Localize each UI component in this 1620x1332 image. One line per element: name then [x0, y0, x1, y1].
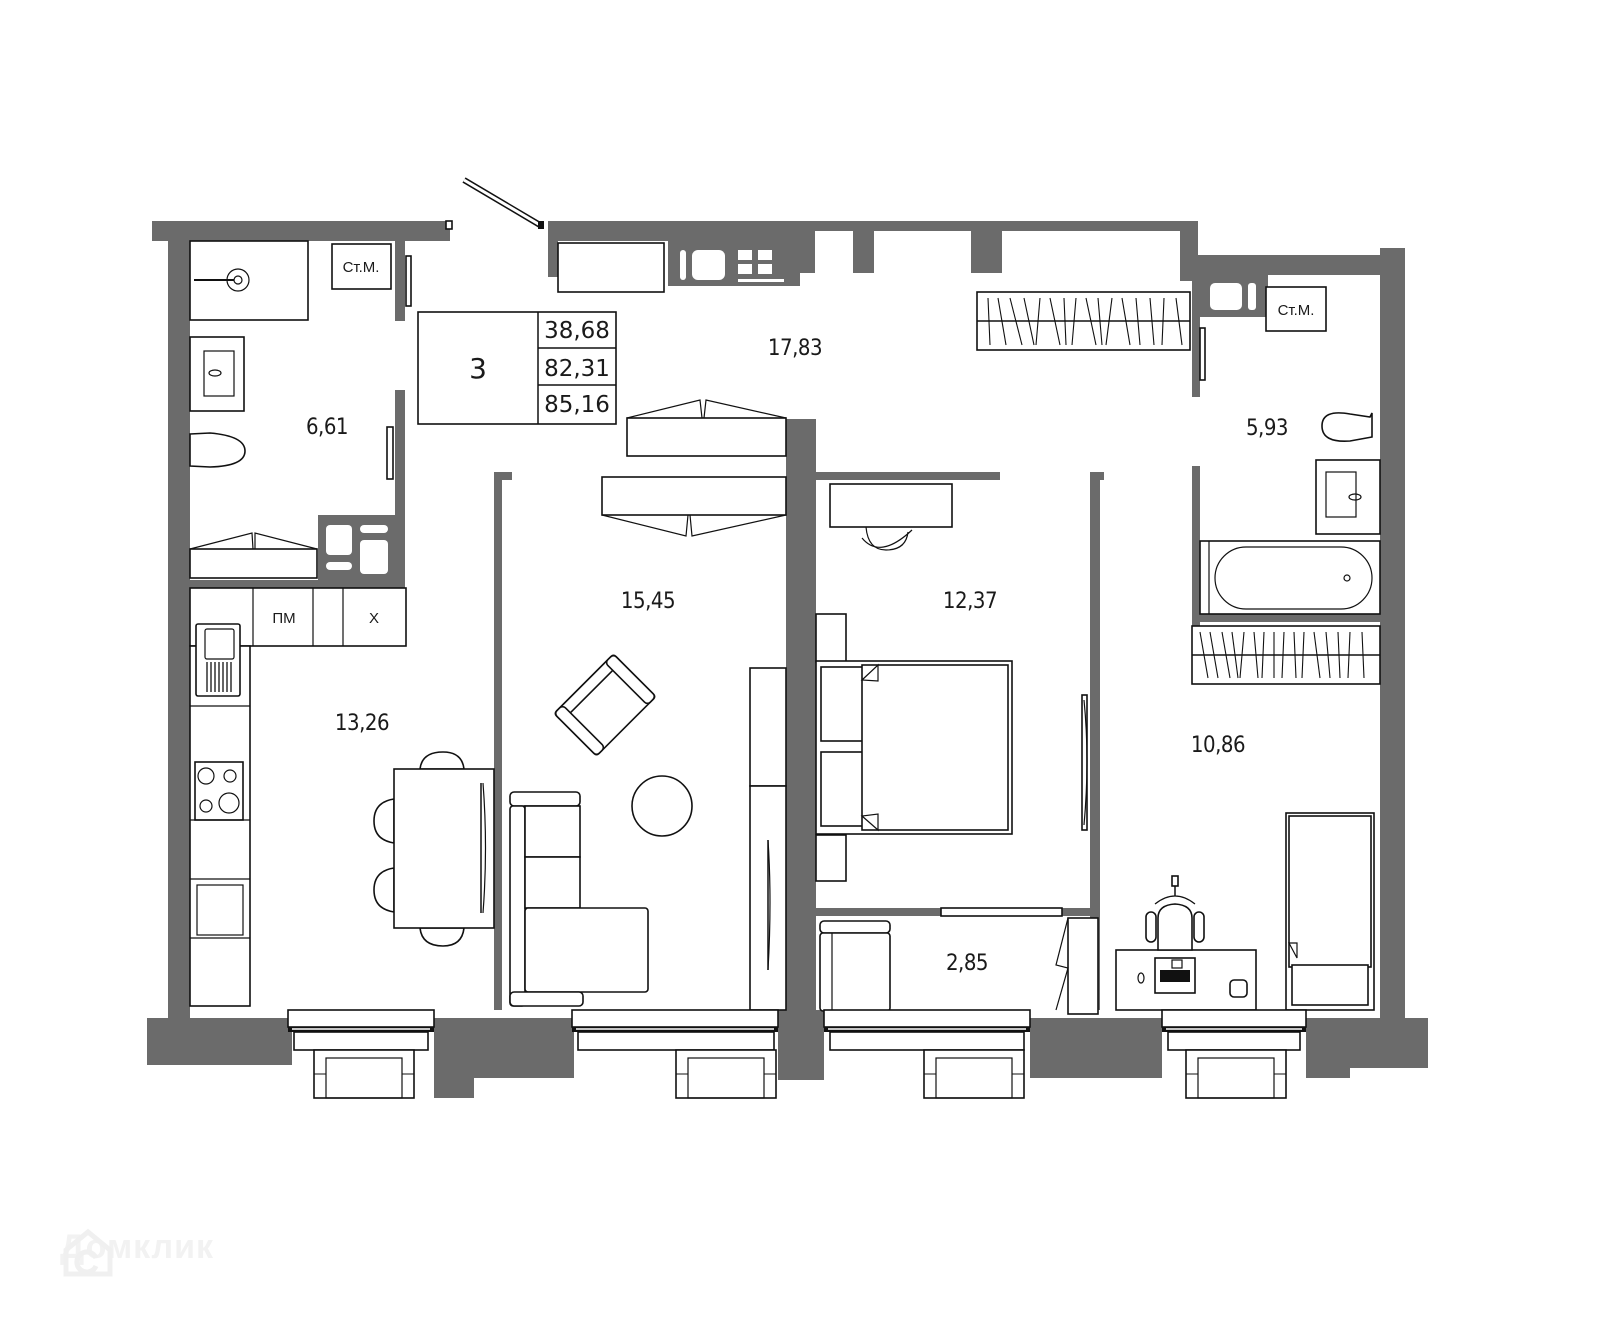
- desk-chair: [1157, 903, 1193, 951]
- window-bedroom-1: [823, 1009, 1031, 1051]
- bathroom-2-fixtures: [1191, 286, 1381, 685]
- area-bathroom-1: 6,61: [306, 415, 348, 440]
- top-wall-niches: [326, 231, 1256, 574]
- sofa: [509, 791, 649, 1007]
- armchair: [554, 654, 656, 756]
- toilet-1: [189, 432, 246, 468]
- living-area: 38,68: [544, 318, 610, 344]
- bathroom-1-cabinet: [189, 548, 318, 579]
- window-kitchen: [287, 1009, 435, 1051]
- area-hallway: 17,83: [768, 336, 822, 361]
- windows: [287, 1009, 1307, 1051]
- total-area: 82,31: [544, 356, 610, 382]
- total-area-with-balcony: 85,16: [544, 392, 610, 418]
- sink-1: [189, 336, 245, 412]
- balconies: [313, 1049, 1287, 1099]
- phone: [1229, 979, 1248, 998]
- washer-1: [331, 243, 392, 290]
- watermark: Домклик: [60, 1228, 214, 1277]
- washer-2: [1265, 286, 1327, 332]
- hallway-shoe-cabinet: [557, 242, 665, 293]
- area-bathroom-2: 5,93: [1246, 416, 1288, 441]
- dishwasher-label: ПМ: [272, 610, 295, 627]
- house-logo-icon: [63, 1228, 113, 1277]
- wardrobe-fixtures: [819, 907, 1099, 1015]
- coffee-table: [631, 775, 693, 837]
- washer-2-label: Ст.М.: [1278, 302, 1315, 319]
- kitchen-fixtures: [189, 587, 495, 1007]
- area-legend: [417, 311, 617, 425]
- bedroom-2-fixtures: [1115, 812, 1375, 1011]
- area-bedroom-1: 12,37: [943, 589, 997, 614]
- area-wardrobe: 2,85: [946, 951, 988, 976]
- window-bedroom-2: [1161, 1009, 1307, 1051]
- entrance-door[interactable]: [445, 177, 544, 230]
- hall-closet: [626, 417, 787, 457]
- oven: [196, 884, 244, 936]
- area-living-room: 15,45: [621, 589, 675, 614]
- hallway-fixtures: [557, 242, 1206, 457]
- living-closet: [601, 476, 787, 516]
- rooms-count: 3: [469, 352, 487, 385]
- sliding-door: [940, 907, 1063, 917]
- area-bedroom-2: 10,86: [1191, 733, 1245, 758]
- window-living: [571, 1009, 779, 1051]
- tv-stand: [749, 667, 787, 787]
- bedroom-1-fixtures: [815, 483, 1088, 882]
- dressing-table: [829, 483, 953, 528]
- living-room-fixtures: [509, 476, 787, 1011]
- fridge-label: Х: [369, 610, 379, 627]
- toilet-2: [1321, 412, 1373, 443]
- washer-1-label: Ст.М.: [343, 259, 380, 276]
- nightstand-bottom: [815, 834, 847, 882]
- walls: [147, 221, 1428, 1098]
- area-kitchen: 13,26: [335, 711, 389, 736]
- kitchen-side-counter: [189, 645, 251, 1007]
- bathroom-1-fixtures: [189, 240, 412, 579]
- nightstand-top: [815, 613, 847, 663]
- dining-table: [373, 751, 495, 947]
